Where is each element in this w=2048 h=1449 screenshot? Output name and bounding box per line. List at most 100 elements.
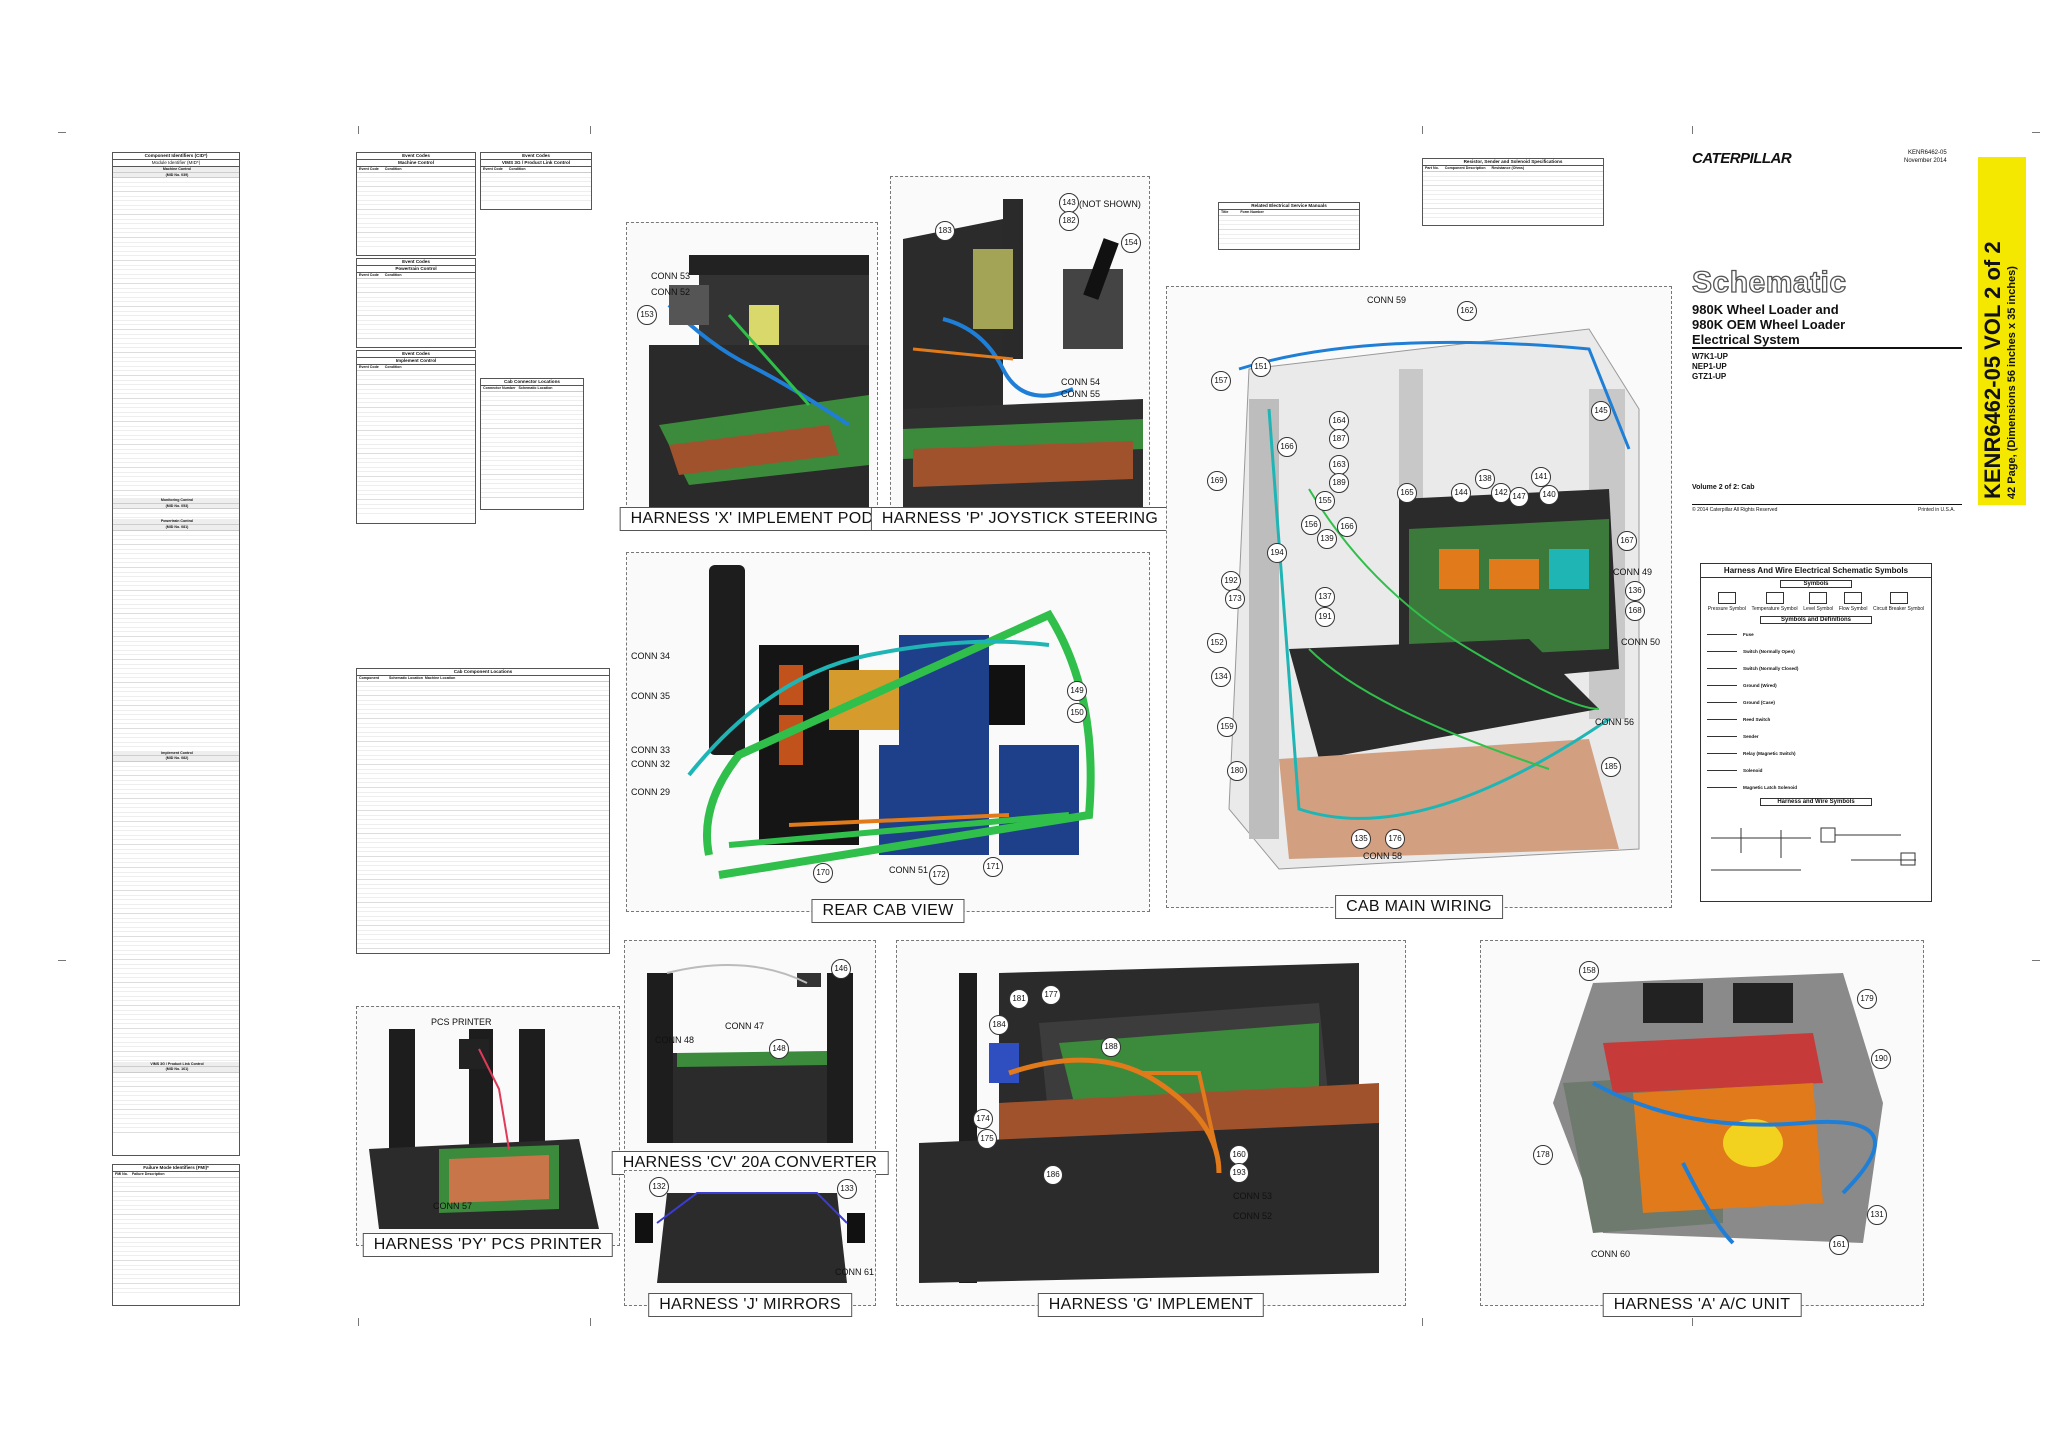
conn-35-label: CONN 35 [631, 691, 671, 701]
caption-cab-main: CAB MAIN WIRING [1335, 895, 1503, 919]
callout-153: 153 [637, 305, 657, 325]
implement-pod-illustration [649, 255, 869, 515]
crop-mark [2032, 960, 2040, 961]
callout-147: 147 [1509, 487, 1529, 507]
cab-component-table: Cab Component Locations Component Schema… [356, 668, 610, 954]
conn-53-label: CONN 53 [651, 271, 691, 281]
pcs-printer-label: PCS PRINTER [431, 1017, 492, 1027]
symbols-panel: Harness And Wire Electrical Schematic Sy… [1700, 563, 1932, 902]
callout-186: 186 [1043, 1165, 1063, 1185]
callout-194: 194 [1267, 543, 1287, 563]
printed-in: Printed in U.S.A. [1918, 507, 1955, 513]
callout-172: 172 [929, 865, 949, 885]
definition-item: Ground (Wired) [1707, 677, 1925, 694]
fmi-table-title: Failure Mode Identifiers (FMI)* [113, 1165, 239, 1172]
event-implement-title: Event Codes [357, 351, 475, 358]
callout-165: 165 [1397, 483, 1417, 503]
g-implement-illustration [919, 963, 1379, 1283]
spine-subtitle: 42 Page, (Dimensions 56 inches x 35 inch… [2006, 266, 2018, 499]
callout-134: 134 [1211, 667, 1231, 687]
conn-48-label: CONN 48 [655, 1035, 695, 1045]
view-harness-j-mirrors: 132 133 CONN 61 HARNESS 'J' MIRRORS [624, 1170, 876, 1317]
callout-145: 145 [1591, 401, 1611, 421]
resistor-specs-rows [1423, 171, 1603, 220]
crop-mark [590, 1318, 591, 1326]
callout-160: 160 [1229, 1145, 1249, 1165]
schematic-heading: Schematic [1691, 265, 1847, 299]
event-machine-title: Event Codes [357, 153, 475, 160]
flow-symbol: Flow Symbol [1839, 592, 1867, 612]
conn-49-label: CONN 49 [1613, 567, 1653, 577]
callout-138: 138 [1475, 469, 1495, 489]
pcs-printer-illustration [369, 1029, 599, 1229]
conn-52-label: CONN 52 [651, 287, 691, 297]
cab-component-title: Cab Component Locations [357, 669, 609, 676]
callout-157: 157 [1211, 371, 1231, 391]
callout-151: 151 [1251, 357, 1271, 377]
joystick-illustration [903, 199, 1143, 509]
cab-connector-title: Cab Connector Locations [481, 379, 583, 386]
related-manuals-title: Related Electrical Service Manuals [1219, 203, 1359, 210]
fmi-header: FMI No. Failure Description [113, 1172, 239, 1178]
callout-154: 154 [1121, 233, 1141, 253]
crop-mark [358, 126, 359, 134]
resistor-specs-table: Resistor, Sender and Solenoid Specificat… [1422, 158, 1604, 226]
callout-159: 159 [1217, 717, 1237, 737]
callout-166b: 166 [1337, 517, 1357, 537]
callout-158: 158 [1579, 961, 1599, 981]
callout-168: 168 [1625, 601, 1645, 621]
crop-mark [590, 126, 591, 134]
event-implement-rows [357, 370, 475, 517]
callout-131: 131 [1867, 1205, 1887, 1225]
view-rear-cab: CONN 34 CONN 35 CONN 33 CONN 32 CONN 29 … [626, 552, 1150, 923]
cab-connector-table: Cab Connector Locations Connector Number… [480, 378, 584, 510]
conn-54-label: CONN 54 [1061, 377, 1101, 387]
callout-144: 144 [1451, 483, 1471, 503]
cid-rows-monitoring [113, 509, 239, 520]
cid-section: (MID No. 161) [113, 1067, 239, 1073]
callout-174: 174 [973, 1109, 993, 1129]
callout-142: 142 [1491, 483, 1511, 503]
conn-50-label: CONN 50 [1621, 637, 1661, 647]
mirrors-illustration [635, 1192, 865, 1283]
callout-166: 166 [1277, 437, 1297, 457]
conn-47-label: CONN 47 [725, 1021, 765, 1031]
callout-146: 146 [831, 959, 851, 979]
doc-date: November 2014 [1904, 158, 1947, 164]
resistor-specs-header: Part No. Component Description Resistanc… [1423, 166, 1603, 172]
callout-150: 150 [1067, 703, 1087, 723]
crop-mark [1692, 1318, 1693, 1326]
title-rule-bottom [1692, 504, 1962, 505]
cid-section: Powertrain Control [113, 519, 239, 525]
crop-mark [58, 132, 66, 133]
rear-cab-illustration [687, 565, 1095, 879]
crop-mark [358, 1318, 359, 1326]
doc-number: KENR6462-05 [1908, 150, 1947, 156]
circuit-breaker-symbol: Circuit Breaker Symbol [1873, 592, 1924, 612]
cid-section: Implement Control [113, 750, 239, 757]
event-implement-subtitle: Implement Control [357, 358, 475, 365]
conn-55-label: CONN 55 [1061, 389, 1101, 399]
callout-179: 179 [1857, 989, 1877, 1009]
event-vims-rows [481, 172, 591, 203]
fmi-table: Failure Mode Identifiers (FMI)* FMI No. … [112, 1164, 240, 1306]
cid-section: Machine Control [113, 167, 239, 173]
definition-item: Sender [1707, 728, 1925, 745]
crop-mark [58, 960, 66, 961]
cid-rows-vims [113, 1072, 239, 1133]
definition-item: Solenoid [1707, 762, 1925, 779]
cid-rows-powertrain [113, 530, 239, 751]
callout-193: 193 [1229, 1163, 1249, 1183]
callout-135: 135 [1351, 829, 1371, 849]
callout-140: 140 [1539, 485, 1559, 505]
cab-component-rows [357, 681, 609, 950]
cid-rows-implement [113, 761, 239, 1062]
conn-60-label: CONN 60 [1591, 1249, 1631, 1259]
callout-148: 148 [769, 1039, 789, 1059]
callout-136: 136 [1625, 581, 1645, 601]
callout-176: 176 [1385, 829, 1405, 849]
symbols-header: Symbols [1780, 580, 1852, 588]
view-harness-cv-converter: 146 CONN 47 CONN 48 148 HARNESS 'CV' 20A… [611, 940, 889, 1175]
caption-harness-g: HARNESS 'G' IMPLEMENT [1037, 1293, 1265, 1317]
callout-169: 169 [1207, 471, 1227, 491]
